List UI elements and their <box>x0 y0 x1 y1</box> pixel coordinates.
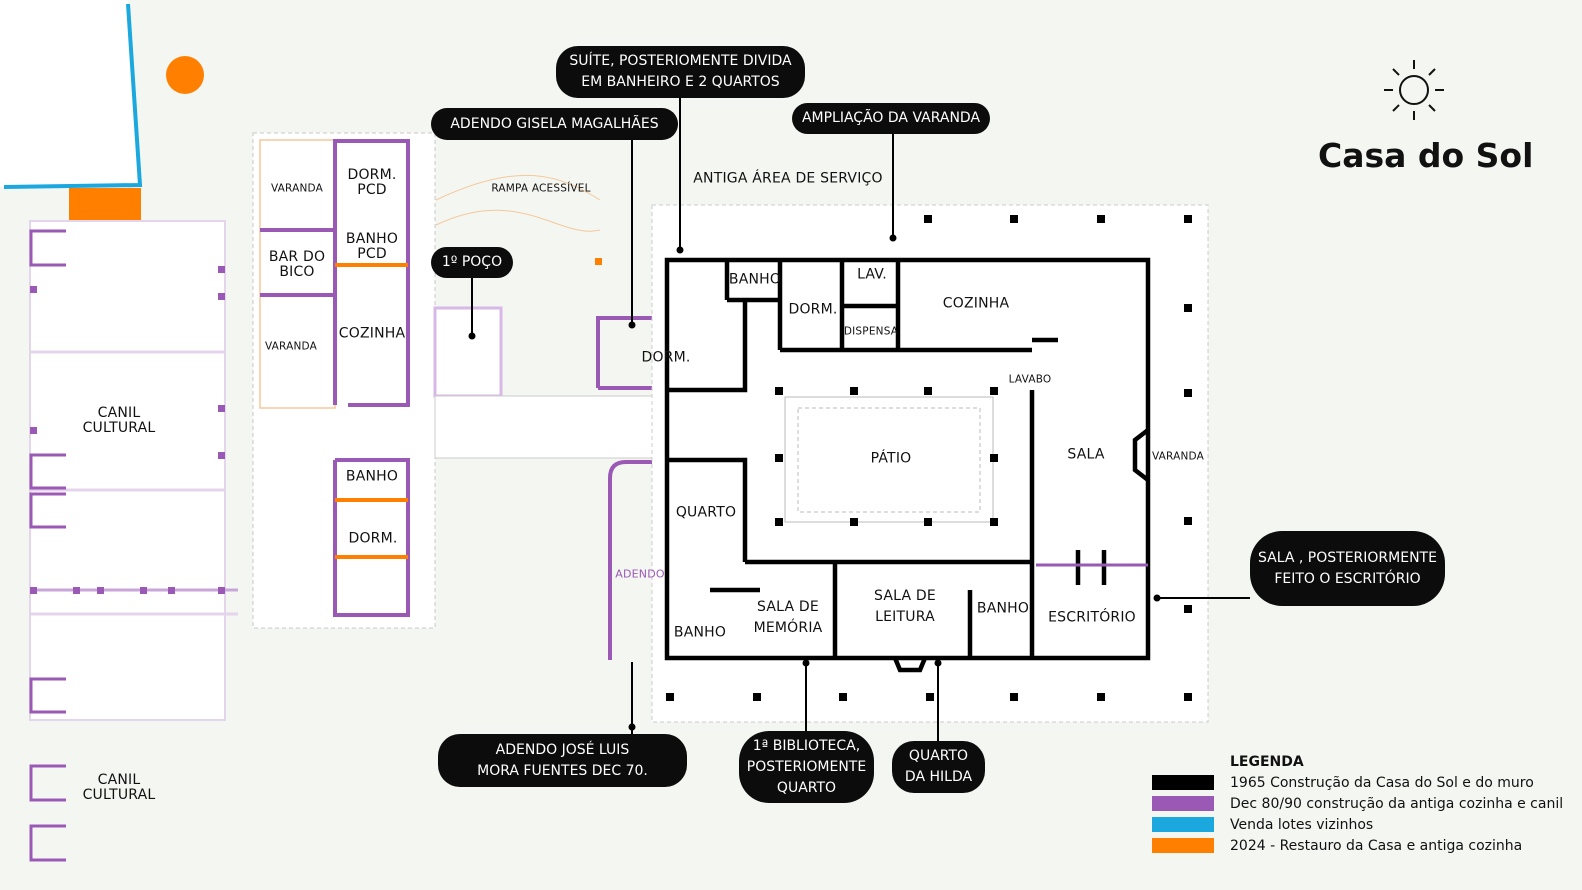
legend-swatch-black <box>1152 775 1214 790</box>
room-sala-de-leitura: SALA DE LEITURA <box>874 586 936 628</box>
room-sala-de-memoria: SALA DE MEMÓRIA <box>754 597 823 639</box>
room-rampa: RAMPA ACESSÍVEL <box>491 182 591 195</box>
callout-line: QUARTO <box>776 779 837 796</box>
legend-label: 1965 Construção da Casa do Sol e do muro <box>1230 774 1534 791</box>
room-cozinha-annex: COZINHA <box>338 325 406 342</box>
neighbor-lot <box>0 0 140 187</box>
room-line: PCD <box>357 246 387 262</box>
room-antiga-area-servico: ANTIGA ÁREA DE SERVIÇO <box>693 170 883 187</box>
callout-adendo-gisela: ADENDO GISELA MAGALHÃES <box>431 108 678 140</box>
legend: LEGENDA 1965 Construção da Casa do Sol e… <box>1152 754 1563 856</box>
room-varanda-right: VARANDA <box>1151 450 1205 463</box>
callout-line: SALA , POSTERIORMENTE <box>1258 549 1437 566</box>
room-line: CULTURAL <box>82 420 156 436</box>
room-banho-annex: BANHO <box>345 468 399 485</box>
callout-line: SUÍTE, POSTERIOMENTE DIVIDA <box>569 53 792 69</box>
page-title: Casa do Sol <box>1318 136 1534 175</box>
legend-swatch-blue <box>1152 817 1214 832</box>
legend-swatch-orange <box>1152 838 1214 853</box>
room-line: BANHO <box>345 231 399 247</box>
room-dorm-left: DORM. <box>641 349 691 366</box>
main-house <box>651 204 1209 723</box>
room-line: LEITURA <box>875 609 935 625</box>
room-dorm-top: DORM. <box>788 301 838 318</box>
legend-item: Dec 80/90 construção da antiga cozinha e… <box>1152 793 1563 814</box>
room-line: CANIL <box>97 405 141 421</box>
room-banho-top: BANHO <box>728 271 782 288</box>
callout-quarto-hilda: QUARTO DA HILDA <box>892 741 985 793</box>
room-line: CULTURAL <box>82 787 156 803</box>
callout-lines <box>471 98 1250 741</box>
callout-ampliacao-varanda: AMPLIAÇÃO DA VARANDA <box>792 103 990 134</box>
legend-label: 2024 - Restauro da Casa e antiga cozinha <box>1230 837 1523 854</box>
room-escritorio: ESCRITÓRIO <box>1048 609 1136 626</box>
legend-heading: LEGENDA <box>1230 754 1304 770</box>
callout-line: ADENDO JOSÉ LUIS <box>495 741 630 758</box>
room-dorm-annex: DORM. <box>348 530 398 547</box>
callout-adendo-jose-luis: ADENDO JOSÉ LUIS MORA FUENTES DEC 70. <box>438 734 687 787</box>
orange-marker <box>166 56 204 94</box>
room-varanda-top: VARANDA <box>270 182 324 195</box>
callout-suite: SUÍTE, POSTERIOMENTE DIVIDA EM BANHEIRO E… <box>556 46 805 98</box>
room-line: DORM. <box>347 167 397 183</box>
room-adendo: ADENDO <box>615 567 665 581</box>
sun-icon <box>1384 60 1444 120</box>
callout-sala-escritorio: SALA , POSTERIORMENTE FEITO O ESCRITÓRIO <box>1250 531 1445 606</box>
old-kitchen-annex <box>252 132 845 660</box>
room-dispensa: DISPENSA <box>843 325 899 338</box>
room-dorm-pcd: DORM.PCD <box>347 168 396 198</box>
callout-line: POSTERIOMENTE <box>746 758 867 775</box>
room-line: BAR DO <box>268 249 326 265</box>
legend-label: Venda lotes vizinhos <box>1230 816 1374 833</box>
room-line: SALA DE <box>757 599 819 615</box>
legend-label: Dec 80/90 construção da antiga cozinha e… <box>1230 795 1564 812</box>
room-line: BICO <box>279 264 315 280</box>
callout-line: EM BANHEIRO E 2 QUARTOS <box>581 74 780 90</box>
room-lavabo: LAVABO <box>1008 373 1052 386</box>
room-quarto: QUARTO <box>675 504 737 521</box>
room-cozinha: COZINHA <box>942 295 1010 312</box>
legend-item: Venda lotes vizinhos <box>1152 814 1563 835</box>
callout-line: DA HILDA <box>904 769 973 785</box>
canil-block <box>29 220 238 862</box>
room-banho-bottom-left: BANHO <box>673 624 727 641</box>
room-line: PCD <box>357 182 387 198</box>
room-line: MEMÓRIA <box>753 620 823 636</box>
legend-item: 1965 Construção da Casa do Sol e do muro <box>1152 772 1563 793</box>
room-varanda-left: VARANDA <box>264 340 318 353</box>
room-patio: PÁTIO <box>870 450 912 467</box>
room-sala: SALA <box>1067 446 1105 463</box>
callout-primeiro-poco: 1º POÇO <box>431 247 513 278</box>
room-banho-bottom-right: BANHO <box>976 600 1030 617</box>
callout-line: FEITO O ESCRITÓRIO <box>1274 570 1421 587</box>
callout-line: MORA FUENTES DEC 70. <box>477 762 648 779</box>
room-line: CANIL <box>97 772 141 788</box>
sold-lot-boundary <box>3 3 143 189</box>
legend-item: 2024 - Restauro da Casa e antiga cozinha <box>1152 835 1563 856</box>
room-lav: LAV. <box>857 266 887 283</box>
callout-primeira-biblioteca: 1ª BIBLIOTECA, POSTERIOMENTE QUARTO <box>739 731 874 803</box>
callout-line: 1ª BIBLIOTECA, <box>752 737 861 754</box>
legend-swatch-purple <box>1152 796 1214 811</box>
room-line: SALA DE <box>874 588 936 604</box>
callout-line: QUARTO <box>908 748 969 764</box>
restoration-block <box>69 188 141 221</box>
